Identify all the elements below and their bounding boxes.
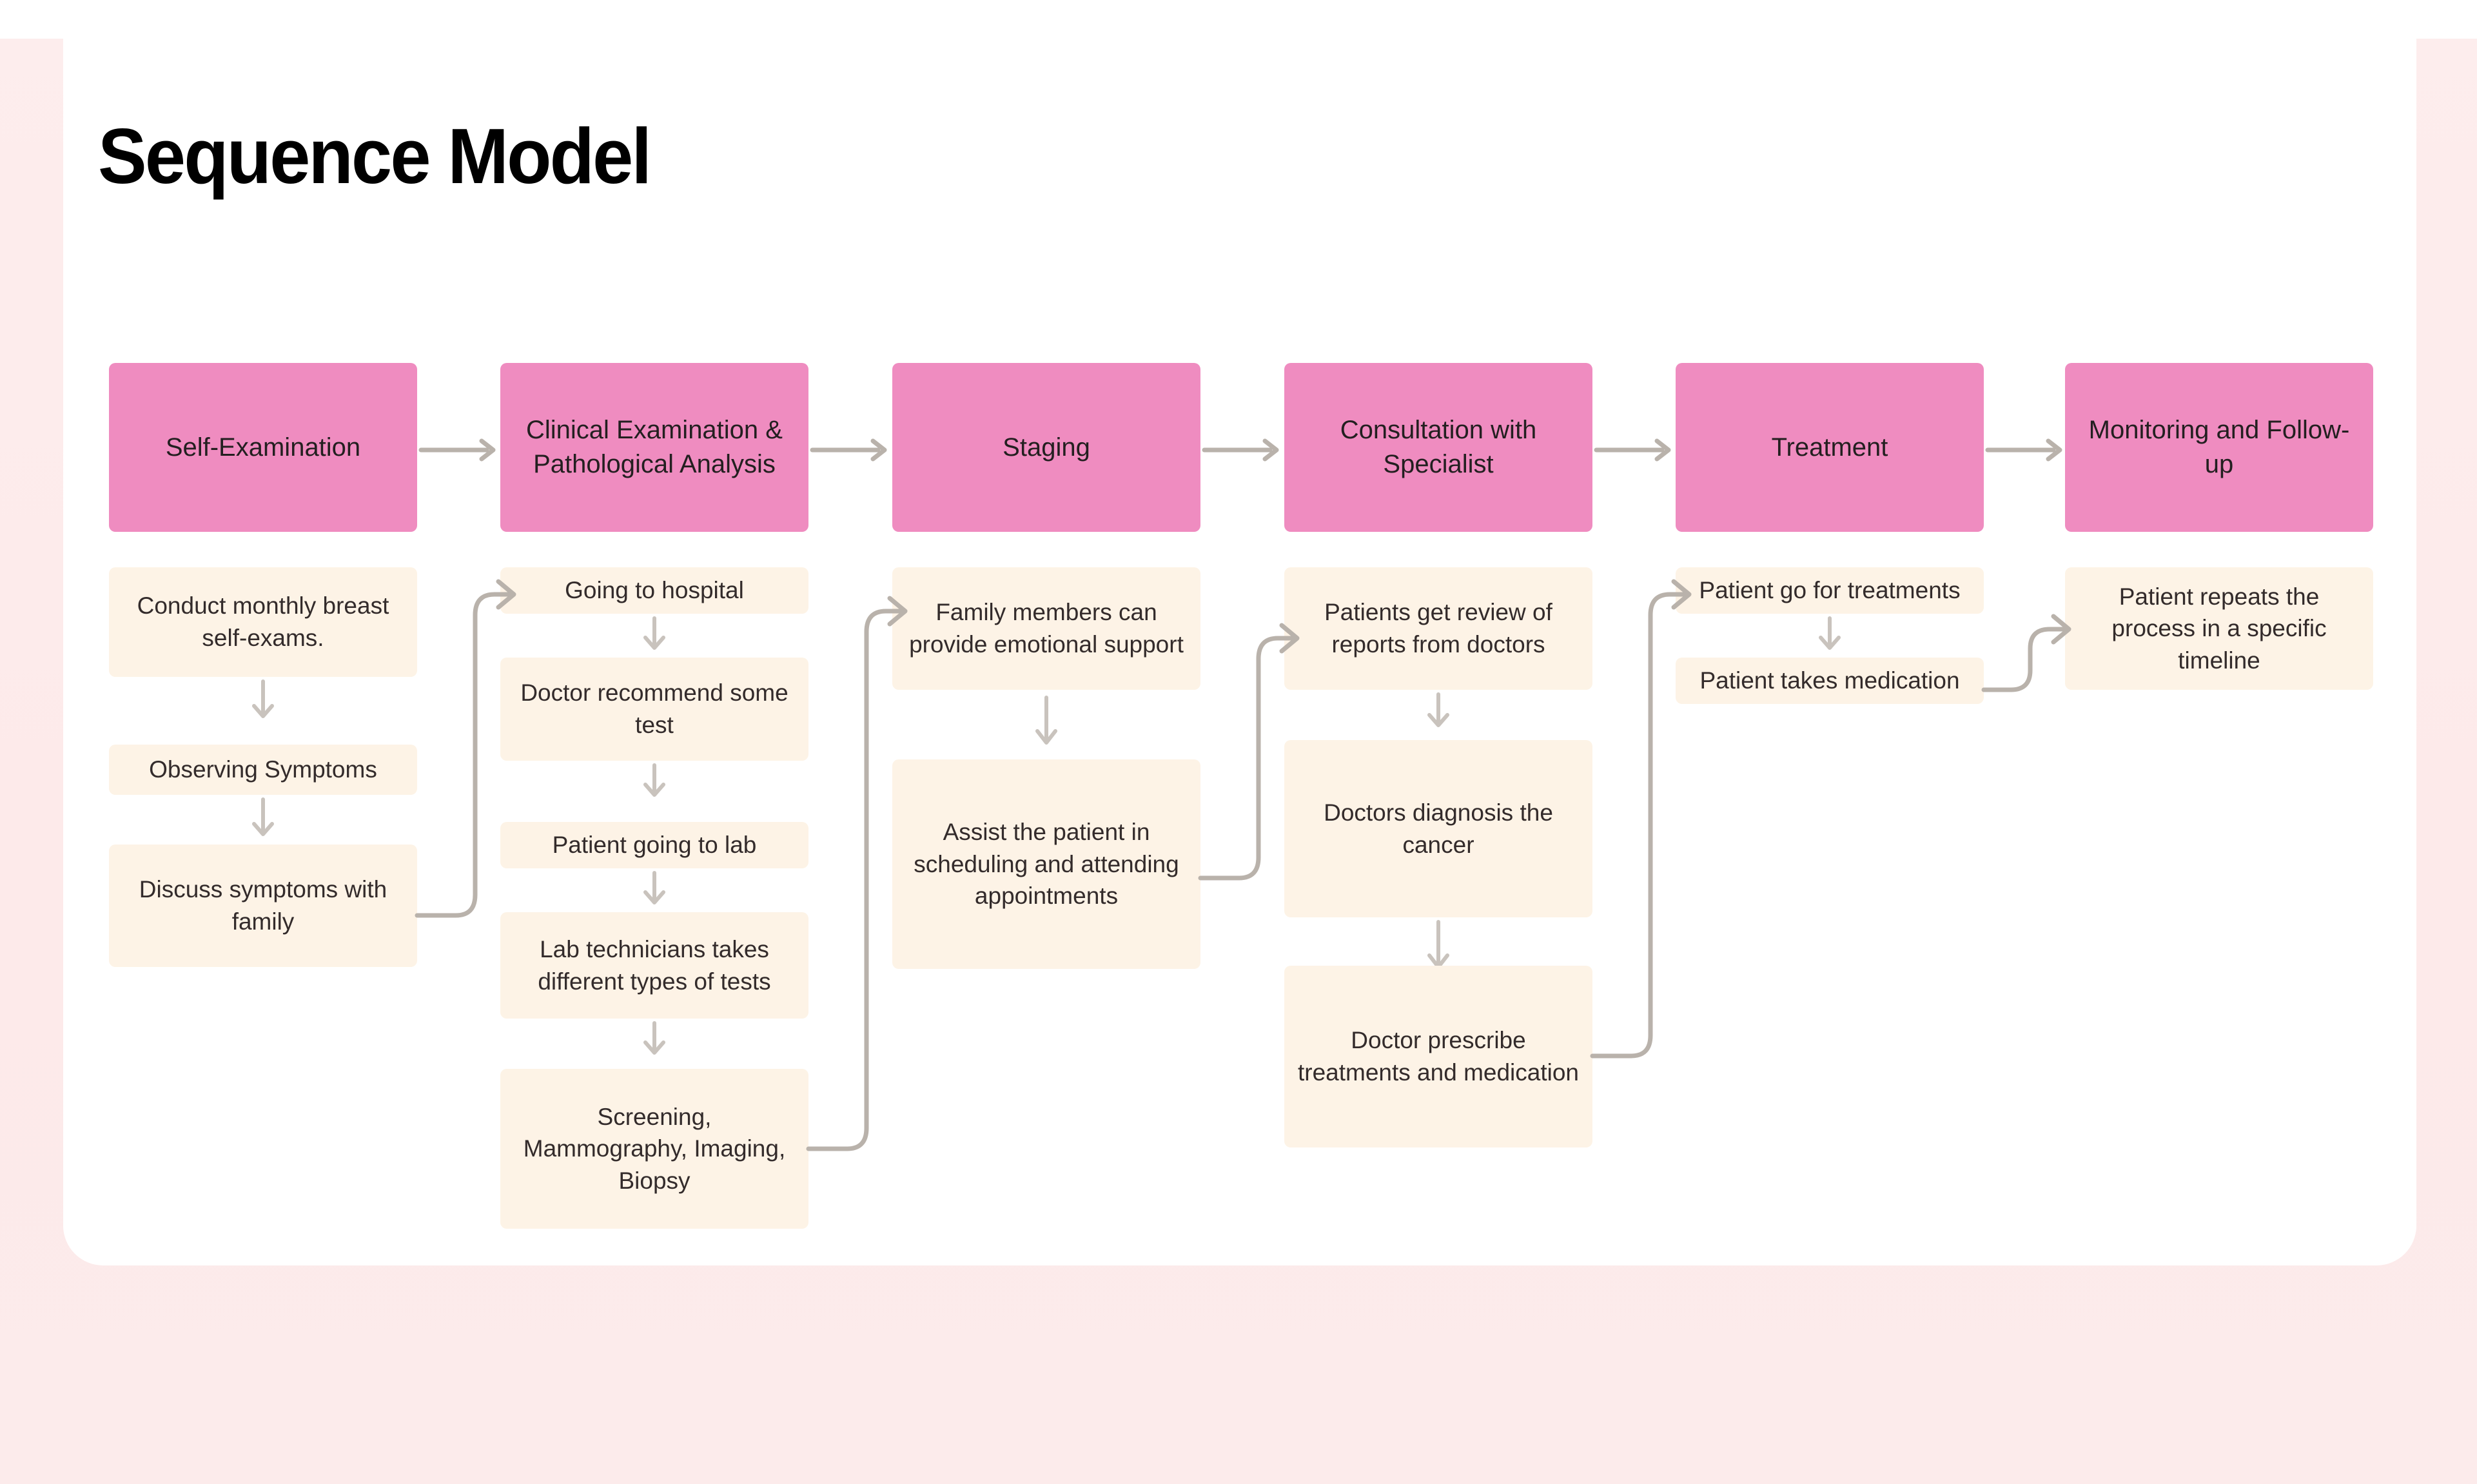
node-c6-0[interactable]: Patient repeats the process in a specifi… [2065,567,2373,690]
header-arrow-1-icon [418,438,496,462]
node-c1-1[interactable]: Observing Symptoms [109,745,417,795]
page-title: Sequence Model [98,112,652,200]
node-c5-1[interactable]: Patient takes medication [1676,658,1984,704]
header-box-monitoring-and-follow-up[interactable]: Monitoring and Follow-up [2065,363,2373,532]
node-c2-0[interactable]: Going to hospital [500,567,808,614]
header-arrow-3-icon [1202,438,1279,462]
node-c2-2[interactable]: Patient going to lab [500,822,808,868]
canvas-top-fill [0,0,2477,39]
node-c4-2[interactable]: Doctor prescribe treatments and medicati… [1284,966,1592,1147]
header-box-treatment[interactable]: Treatment [1676,363,1984,532]
header-arrow-5-icon [1985,438,2062,462]
node-c2-1[interactable]: Doctor recommend some test [500,658,808,761]
node-c1-0[interactable]: Conduct monthly breast self-exams. [109,567,417,677]
node-c2-4[interactable]: Screening, Mammography, Imaging, Biopsy [500,1069,808,1229]
header-box-self-examination[interactable]: Self-Examination [109,363,417,532]
node-c2-3[interactable]: Lab technicians takes different types of… [500,912,808,1019]
header-arrow-4-icon [1594,438,1671,462]
header-box-clinical-examination[interactable]: Clinical Examination & Pathological Anal… [500,363,808,532]
canvas-left-fill [0,0,71,37]
header-box-staging[interactable]: Staging [892,363,1200,532]
node-c5-0[interactable]: Patient go for treatments [1676,567,1984,614]
node-c3-0[interactable]: Family members can provide emotional sup… [892,567,1200,690]
node-c3-1[interactable]: Assist the patient in scheduling and att… [892,759,1200,969]
header-box-consultation-with-specialist[interactable]: Consultation with Specialist [1284,363,1592,532]
node-c4-1[interactable]: Doctors diagnosis the cancer [1284,740,1592,917]
header-arrow-2-icon [810,438,887,462]
node-c4-0[interactable]: Patients get review of reports from doct… [1284,567,1592,690]
node-c1-2[interactable]: Discuss symptoms with family [109,845,417,967]
